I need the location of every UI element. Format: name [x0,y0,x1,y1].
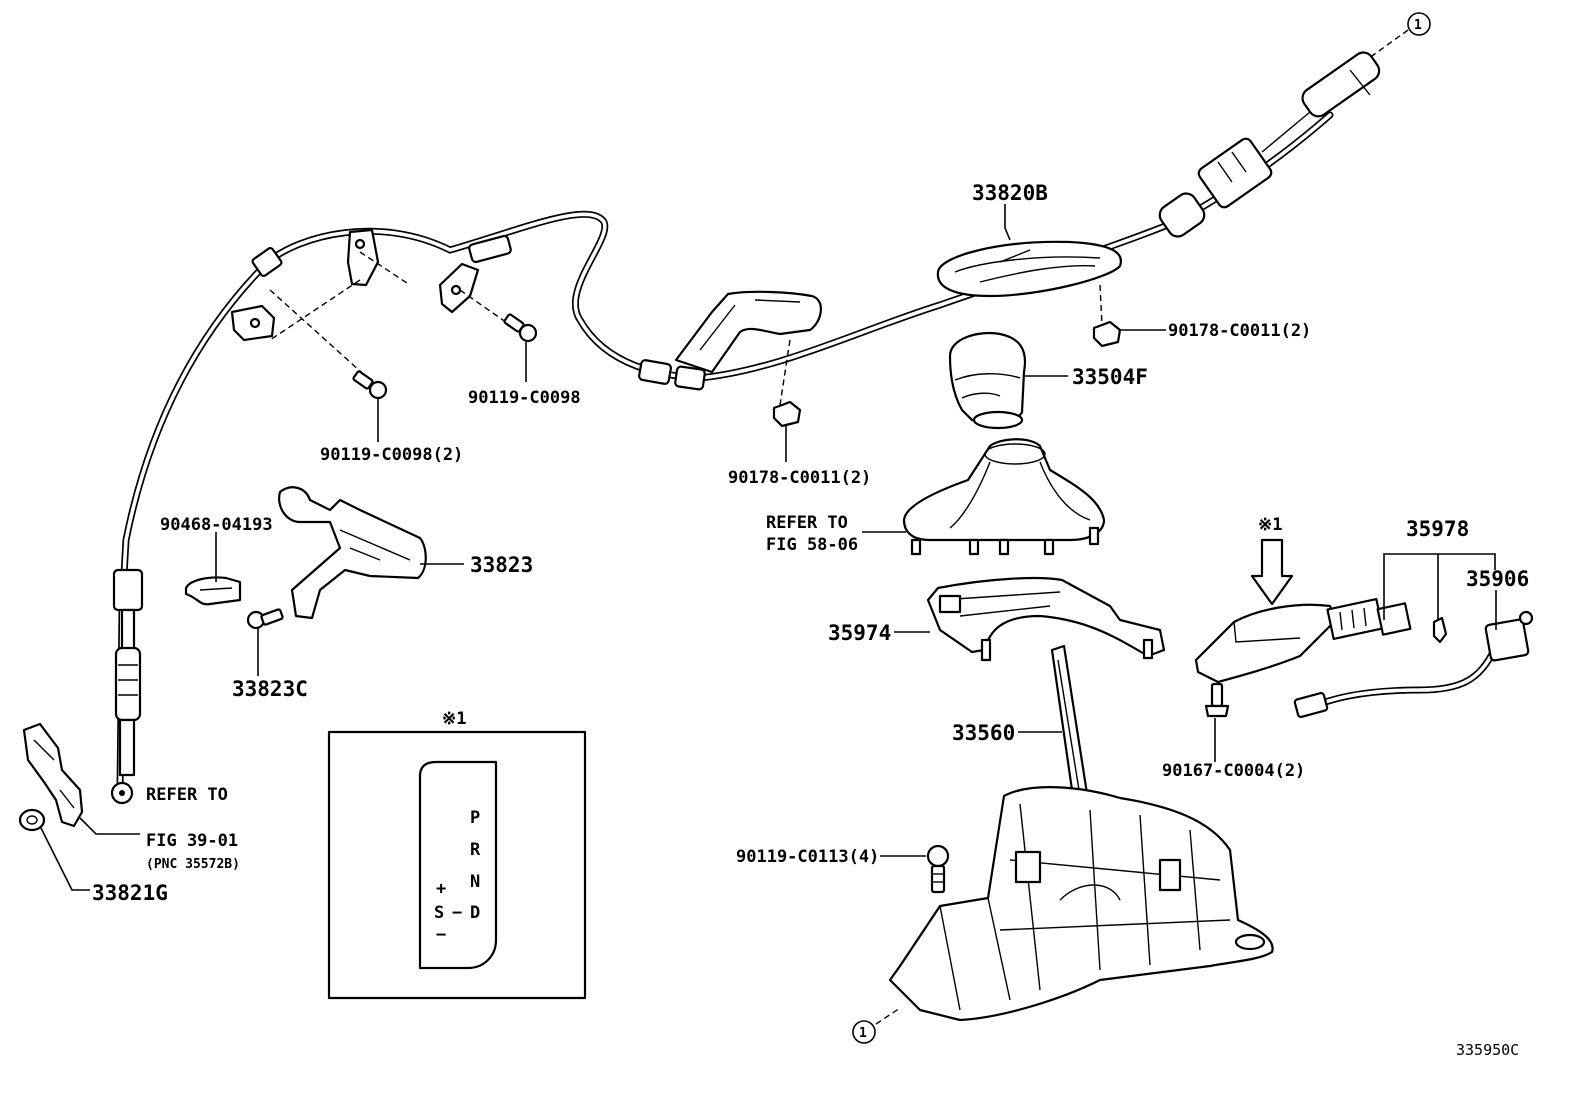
gate-letter-s: S [434,903,444,923]
label-90167-c0004: 90167-C0004(2) [1162,761,1305,781]
label-33823: 33823 [470,553,533,577]
refer-39-line2: FIG 39-01 [146,831,238,851]
gate-dash: − [452,903,462,923]
label-35978: 35978 [1406,517,1469,541]
label-90119-c0098-2: 90119-C0098(2) [320,445,463,465]
callout-number-bottom: 1 [859,1026,867,1041]
label-33820b: 33820B [972,181,1048,205]
bolt-90119-c0098-2 [352,370,388,400]
bolt-90119-c0113 [926,844,950,894]
label-33504f: 33504F [1072,365,1148,389]
part-33823-bracket [278,486,427,620]
label-33821g: 33821G [92,881,168,905]
cable-bracket-3 [438,262,480,314]
part-33560-shift-lever [1050,644,1090,806]
label-90119-c0113: 90119-C0113(4) [736,847,879,867]
cable-end-fitting-left [110,568,144,805]
part-35978-clip [1432,616,1448,644]
diagram-id: 335950C [1456,1041,1519,1059]
label-35974: 35974 [828,621,891,645]
label-90119-c0098: 90119-C0098 [468,388,581,408]
gate-letter-r: R [470,840,481,860]
refer-39-line1: REFER TO [146,785,228,805]
callout-marker-bottom [852,1020,876,1044]
part-90468-clip [184,576,242,606]
lever-bracket [674,290,822,374]
part-33821g-bushing [18,808,46,832]
gate-letter-d: D [470,903,480,923]
cable-end-bracket-left [22,722,84,828]
refer-58-line1: REFER TO [766,513,848,533]
label-35906: 35906 [1466,567,1529,591]
bolt-90167-c0004 [1204,682,1230,718]
label-reference-mark-arrow: ※1 [1258,515,1282,535]
nut-90178-mid [772,400,802,428]
label-90178-mid: 90178-C0011(2) [728,468,871,488]
label-33823c: 33823C [232,677,308,701]
label-reference-mark-inset: ※1 [442,709,466,729]
label-90178-top: 90178-C0011(2) [1168,321,1311,341]
part-35974-indicator-housing [926,576,1166,662]
gate-minus: − [436,925,446,945]
part-35906-harness [1293,610,1534,719]
label-33560: 33560 [952,721,1015,745]
cable-end-fitting-right [1158,51,1381,238]
part-33820b-housing [936,240,1123,298]
gate-plus: + [436,879,446,899]
callout-marker-top [1407,12,1431,36]
cable-bracket-1 [346,228,380,287]
shift-gate-inset [327,730,587,1000]
part-33504f-shift-knob [948,331,1027,430]
callout-number-top: 1 [1414,18,1422,33]
bolt-90119-c0098 [503,313,538,343]
shifter-base-assembly [888,786,1274,1022]
cable-bracket-2 [230,304,276,342]
nut-90178-top [1092,320,1122,348]
gate-letter-p: P [470,808,480,828]
part-shift-switch-module [1194,598,1412,684]
bolt-33823c [246,608,284,630]
shift-boot [902,438,1106,556]
refer-39-line3: (PNC 35572B) [146,857,240,872]
gate-letter-n: N [470,872,480,892]
cable-clamps [251,234,706,391]
label-90468-04193: 90468-04193 [160,515,273,535]
refer-58-line2: FIG 58-06 [766,535,858,555]
arrow-down-icon [1250,538,1294,606]
